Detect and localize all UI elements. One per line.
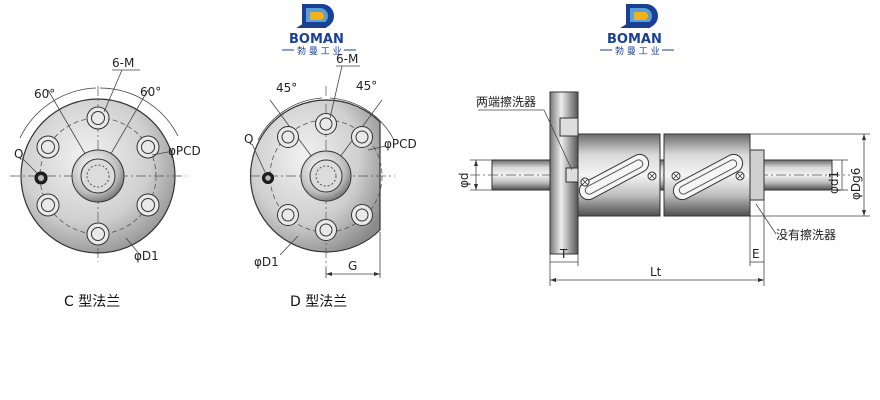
- angle-arc-left: [19, 87, 97, 139]
- label-e: E: [752, 247, 760, 261]
- brand-mark-icon: [296, 4, 334, 28]
- label-6m: 6-M: [336, 52, 358, 66]
- label-wiper-none: 没有擦洗器: [776, 227, 836, 242]
- brand-subtitle: 勃 曼 工 业: [615, 45, 660, 57]
- screw-icons: [580, 171, 745, 187]
- d-flange-front-view: 6-M 45° 45° φPCD Q φD1 G: [244, 52, 417, 278]
- label-q: Q: [14, 147, 23, 161]
- leader-wiper-both: [543, 109, 573, 171]
- brand-logo-2: BOMAN 勃 曼 工 业: [600, 4, 674, 57]
- brand-name: BOMAN: [607, 32, 662, 47]
- angle-arc-right: [329, 97, 395, 141]
- label-pcd: φPCD: [168, 144, 201, 158]
- leader-wiper-none: [755, 203, 777, 235]
- label-q: Q: [244, 132, 253, 146]
- c-flange-front-view: 6-M 60° 60° φPCD Q φD1: [10, 56, 201, 263]
- screw-bore: [309, 159, 343, 193]
- label-wiper-both: 两端擦洗器: [476, 95, 536, 109]
- brand-logo-1: BOMAN 勃 曼 工 业: [282, 4, 356, 57]
- label-d1: φD1: [254, 255, 279, 269]
- label-dg6: φDg6: [849, 168, 863, 200]
- caption-c-flange: C 型法兰: [64, 294, 120, 310]
- label-pcd: φPCD: [384, 137, 417, 151]
- bolt-holes: [36, 106, 160, 246]
- caption-d-flange: D 型法兰: [290, 294, 347, 310]
- label-angle-right: 45°: [356, 79, 377, 93]
- label-t: T: [559, 247, 568, 261]
- nut-end-cap: [749, 149, 765, 201]
- label-6m: 6-M: [112, 56, 134, 70]
- brand-subtitle: 勃 曼 工 业: [297, 45, 342, 57]
- label-angle-left: 45°: [276, 81, 297, 95]
- label-g: G: [348, 259, 357, 273]
- brand-name: BOMAN: [289, 32, 344, 47]
- screw-bore: [80, 158, 116, 194]
- label-angle-left: 60°: [34, 87, 55, 101]
- angle-arc-right: [99, 87, 179, 137]
- label-d: φd: [457, 172, 471, 188]
- return-tube-2: [672, 153, 744, 201]
- angle-arc-left: [257, 97, 323, 141]
- label-angle-right: 60°: [140, 85, 161, 99]
- brand-mark-icon: [620, 4, 658, 28]
- label-d1: φD1: [134, 249, 159, 263]
- label-lt: Lt: [650, 265, 662, 279]
- bolt-holes: [277, 113, 373, 241]
- ball-nut-side-view: 两端擦洗器 没有擦洗器 φd φd1 φDg6 T Lt E: [457, 91, 870, 286]
- return-tube-1: [578, 153, 650, 201]
- label-d1: φd1: [827, 171, 841, 194]
